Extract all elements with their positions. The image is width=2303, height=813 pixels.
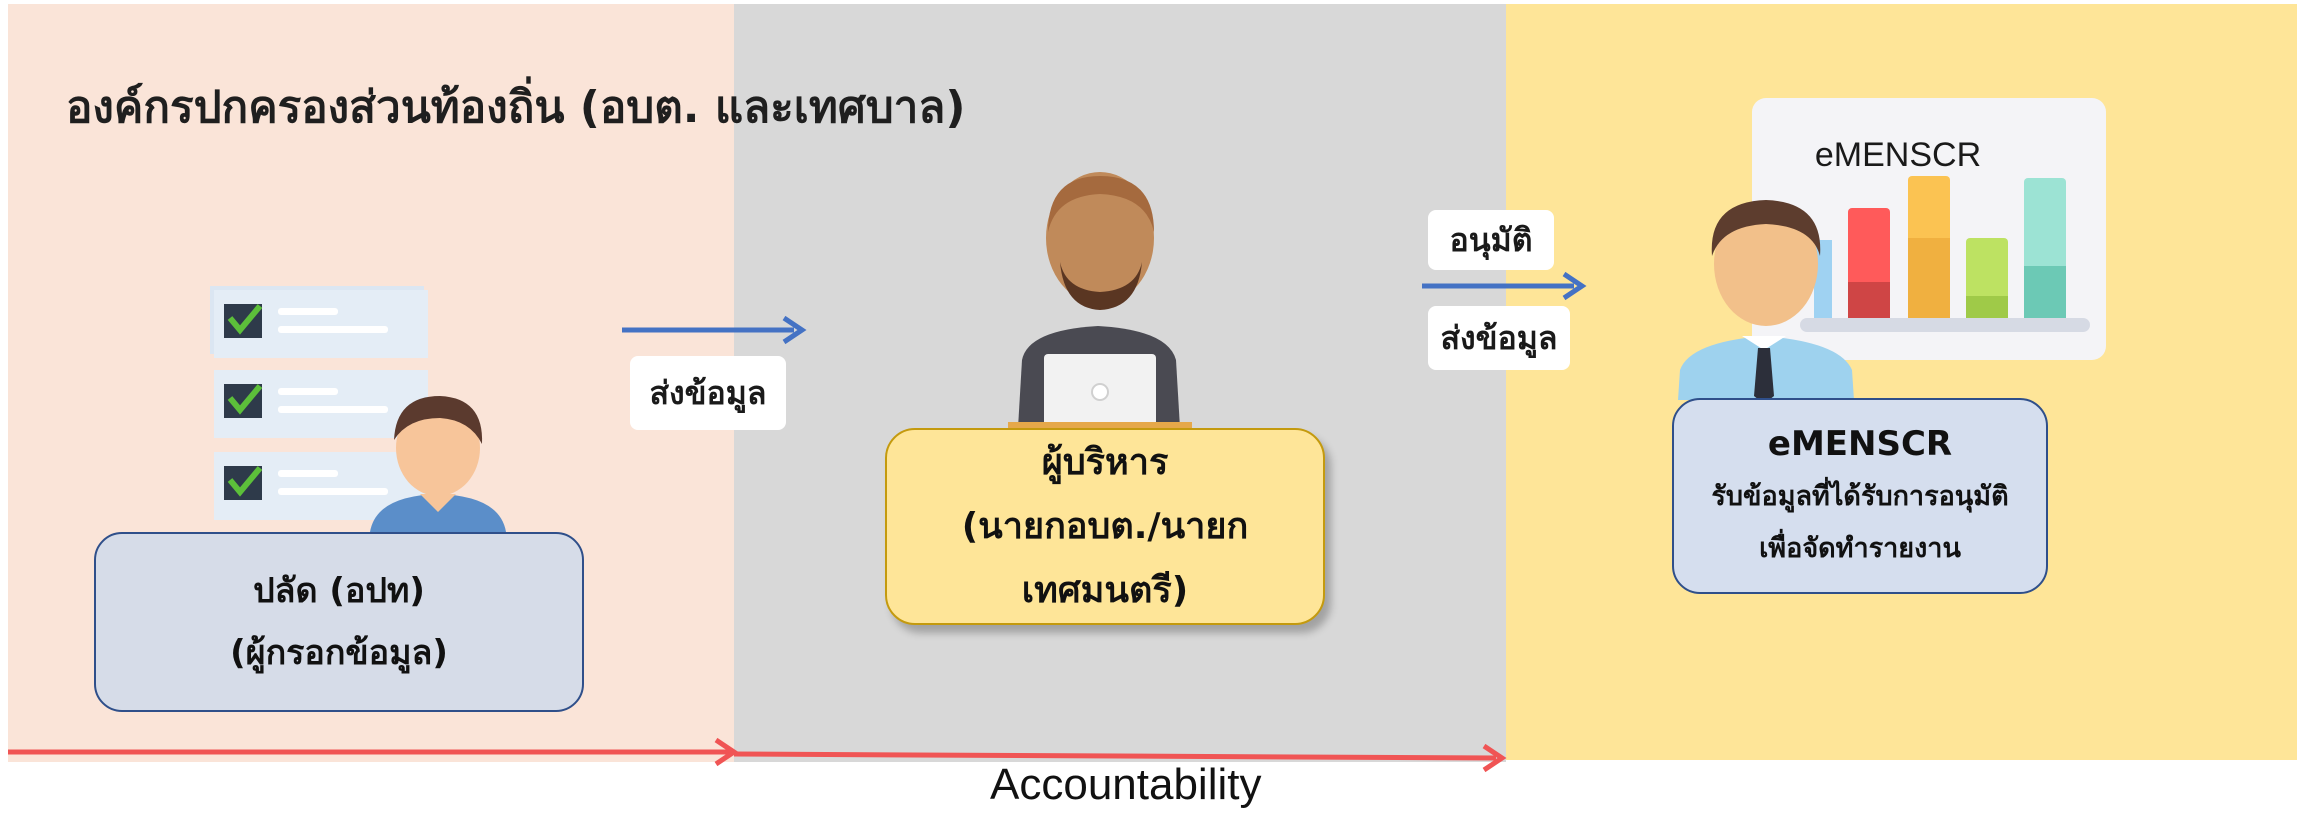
accountability-arrow xyxy=(8,737,1507,773)
manager-person-icon xyxy=(1678,200,1854,404)
checklist-icon xyxy=(210,286,428,520)
approve-label: อนุมัติ xyxy=(1428,210,1554,270)
dashboard-title: eMENSCR xyxy=(1815,136,1981,174)
system-description-2: เพื่อจัดทำรายงาน xyxy=(1759,533,1961,564)
executive-title: ผู้บริหาร xyxy=(1041,441,1169,483)
accountability-label: Accountability xyxy=(990,760,1262,809)
send-data-label-1: ส่งข้อมูล xyxy=(630,356,786,430)
clerk-box: ปลัด (อปท) (ผู้กรอกข้อมูล) xyxy=(94,532,584,712)
approve-send-arrow xyxy=(1422,271,1587,301)
executive-person-icon xyxy=(1008,172,1192,430)
executive-box: ผู้บริหาร (นายกอบต./นายกเทศมนตรี) xyxy=(885,428,1325,625)
clerk-role: (ผู้กรอกข้อมูล) xyxy=(230,633,448,673)
emenscr-dashboard-icon: eMENSCR xyxy=(1752,98,2106,360)
diagram-title: องค์กรปกครองส่วนท้องถิ่น (อบต. และเทศบาล… xyxy=(66,82,966,133)
clerk-title: ปลัด (อปท) xyxy=(253,571,425,611)
system-box: eMENSCR รับข้อมูลที่ได้รับการอนุมัติ เพื… xyxy=(1672,398,2048,594)
send-data-label-2: ส่งข้อมูล xyxy=(1428,306,1570,370)
send-arrow-1 xyxy=(622,315,807,345)
system-description-1: รับข้อมูลที่ได้รับการอนุมัติ xyxy=(1711,481,2009,512)
system-name: eMENSCR xyxy=(1767,424,1953,464)
clerk-person-icon xyxy=(370,396,506,532)
executive-role: (นายกอบต./นายกเทศมนตรี) xyxy=(961,505,1249,611)
